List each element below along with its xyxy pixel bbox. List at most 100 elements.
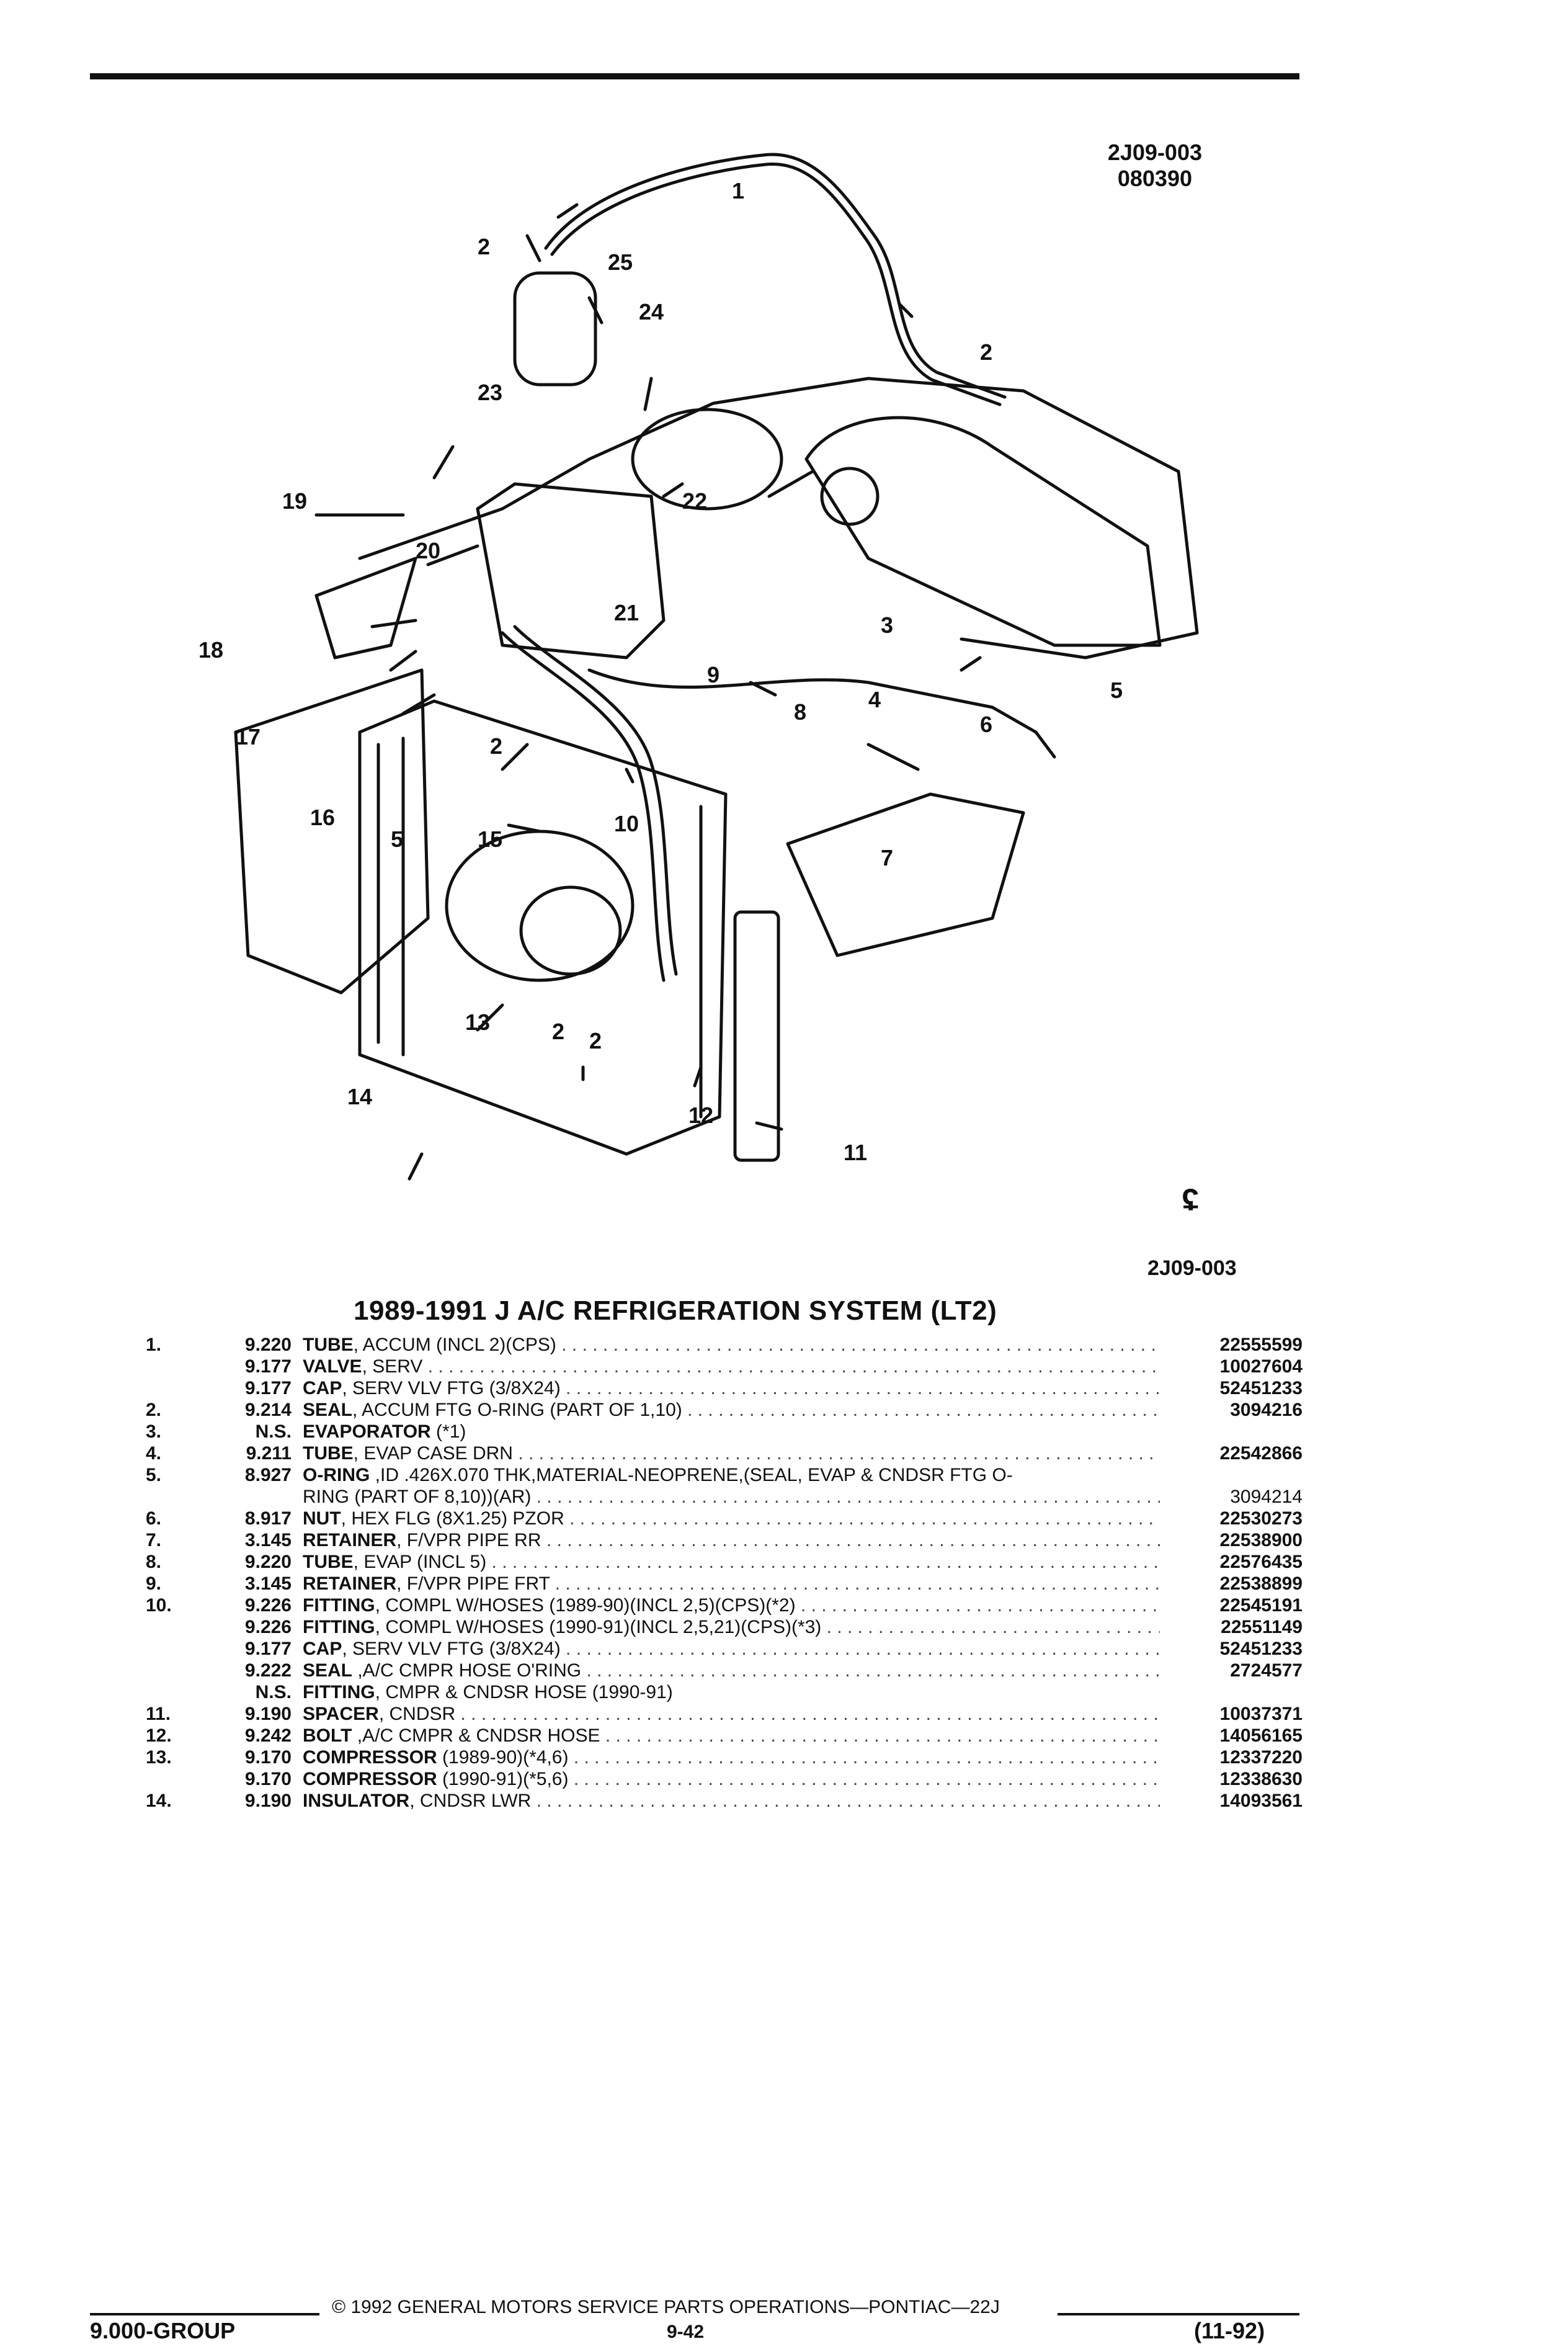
parts-description: RETAINER, F/VPR PIPE RR . . . . . . . . … xyxy=(303,1529,1160,1551)
leader-dots: . . . . . . . . . . . . . . . . . . . . … xyxy=(546,1530,1160,1550)
parts-part-number: 2724577 xyxy=(1230,1660,1303,1681)
figure-code: 2J09-003 xyxy=(1107,140,1202,165)
parts-name: CAP xyxy=(303,1639,342,1659)
parts-name: VALVE xyxy=(303,1356,362,1377)
callout-20: 20 xyxy=(416,538,440,563)
parts-item-number: 12. xyxy=(146,1725,172,1746)
parts-name: TUBE xyxy=(303,1443,354,1464)
parts-group-number: 9.177 xyxy=(244,1356,292,1377)
parts-part-number: 22530273 xyxy=(1219,1508,1303,1529)
parts-name: FITTING xyxy=(303,1595,375,1616)
leader-dots: . . . . . . . . . . . . . . . . . . . . … xyxy=(566,1639,1160,1659)
parts-name: RETAINER xyxy=(303,1573,397,1594)
leader-dots: . . . . . . . . . . . . . . . . . . . . … xyxy=(427,1356,1160,1377)
parts-part-number: 22555599 xyxy=(1219,1335,1303,1355)
parts-description: TUBE, EVAP CASE DRN . . . . . . . . . . … xyxy=(303,1443,1160,1464)
parts-item-number: 14. xyxy=(146,1791,172,1811)
parts-detail: (1990-91)(*5,6) xyxy=(437,1769,569,1789)
callout-2d: 2 xyxy=(552,1019,564,1044)
accumulator-tube xyxy=(544,153,1007,399)
parts-group-number: N.S. xyxy=(255,1682,292,1702)
parts-part-number: 3094214 xyxy=(1230,1487,1303,1507)
parts-name: NUT xyxy=(303,1508,341,1529)
parts-group-number: 9.170 xyxy=(244,1769,292,1789)
parts-name: TUBE xyxy=(303,1552,354,1572)
parts-description: COMPRESSOR (1990-91)(*5,6) . . . . . . .… xyxy=(303,1768,1160,1790)
parts-group-number: 3.145 xyxy=(244,1573,292,1594)
parts-group-number: 9.220 xyxy=(244,1552,292,1572)
callout-19: 19 xyxy=(282,488,307,514)
callout-5b: 5 xyxy=(391,826,403,852)
parts-description: O-RING ,ID .426X.070 THK,MATERIAL-NEOPRE… xyxy=(303,1464,1160,1486)
callout-2c: 2 xyxy=(490,733,502,759)
parts-item-number: 10. xyxy=(146,1595,172,1616)
parts-group-number: 9.226 xyxy=(244,1595,292,1616)
figure-date: 080390 xyxy=(1117,166,1192,191)
leader-dots: . . . . . . . . . . . . . . . . . . . . … xyxy=(573,1747,1160,1768)
parts-description: FITTING, COMPL W/HOSES (1989-90)(INCL 2,… xyxy=(303,1595,1160,1616)
parts-group-number: 9.190 xyxy=(244,1791,292,1811)
compressor-hoses xyxy=(501,631,666,982)
callout-10: 10 xyxy=(614,811,639,836)
parts-detail: , F/VPR PIPE FRT xyxy=(396,1573,550,1594)
parts-detail: , SERV VLV FTG (3/8X24) xyxy=(342,1378,561,1398)
parts-part-number: 52451233 xyxy=(1219,1639,1303,1659)
compressor xyxy=(445,830,635,982)
callout-22: 22 xyxy=(682,488,707,514)
parts-detail: , ACCUM FTG O-RING (PART OF 1,10) xyxy=(352,1400,682,1420)
callout-11: 11 xyxy=(844,1140,867,1165)
footer-copyright: © 1992 GENERAL MOTORS SERVICE PARTS OPER… xyxy=(332,2297,1000,2317)
parts-item-number: 11. xyxy=(146,1704,171,1724)
parts-detail: RING (PART OF 8,10))(AR) xyxy=(303,1487,532,1507)
parts-description: FITTING, COMPL W/HOSES (1990-91)(INCL 2,… xyxy=(303,1616,1160,1638)
evap-tube xyxy=(587,668,1056,759)
parts-description: SPACER, CNDSR . . . . . . . . . . . . . … xyxy=(303,1703,1160,1725)
parts-item-number: 5. xyxy=(146,1465,162,1485)
parts-group-number: N.S. xyxy=(255,1421,292,1442)
parts-item-number: 4. xyxy=(146,1443,162,1464)
parts-detail: ,A/C CMPR & CNDSR HOSE xyxy=(352,1725,600,1746)
parts-description: FITTING, CMPR & CNDSR HOSE (1990-91) xyxy=(303,1681,1160,1703)
parts-part-number: 22538899 xyxy=(1219,1573,1303,1594)
parts-row: 3.N.S.EVAPORATOR (*1) xyxy=(133,1421,1303,1443)
callout-2a: 2 xyxy=(478,234,490,259)
callout-12: 12 xyxy=(688,1103,713,1128)
parts-name: EVAPORATOR xyxy=(303,1421,431,1442)
leader-dots: . . . . . . . . . . . . . . . . . . . . … xyxy=(687,1400,1160,1420)
parts-group-number xyxy=(189,1486,292,1508)
callout-2e: 2 xyxy=(589,1028,602,1053)
parts-detail: ,A/C CMPR HOSE O'RING xyxy=(352,1660,582,1681)
callout-6: 6 xyxy=(980,712,992,737)
parts-row: 9.170 COMPRESSOR (1990-91)(*5,6) . . . . … xyxy=(133,1768,1303,1790)
parts-item-number: 7. xyxy=(146,1530,162,1550)
parts-detail: , F/VPR PIPE RR xyxy=(396,1530,541,1550)
parts-part-number: 14093561 xyxy=(1219,1791,1303,1811)
callout-21: 21 xyxy=(614,600,639,625)
parts-name: TUBE xyxy=(303,1335,354,1355)
parts-item-number xyxy=(133,1486,189,1508)
parts-name: COMPRESSOR xyxy=(303,1747,437,1768)
parts-part-number xyxy=(1160,1421,1303,1443)
condenser xyxy=(358,699,728,1156)
callout-15: 15 xyxy=(478,826,502,852)
leader-dots: . . . . . . . . . . . . . . . . . . . . … xyxy=(536,1487,1160,1507)
parts-group-number: 8.917 xyxy=(244,1508,292,1529)
parts-row: RING (PART OF 8,10))(AR) . . . . . . . .… xyxy=(133,1486,1303,1508)
parts-description: INSULATOR, CNDSR LWR . . . . . . . . . .… xyxy=(303,1790,1160,1812)
callout-25: 25 xyxy=(608,249,633,275)
callout-3: 3 xyxy=(881,612,893,638)
parts-description: TUBE, EVAP (INCL 5) . . . . . . . . . . … xyxy=(303,1551,1160,1573)
parts-detail: , EVAP CASE DRN xyxy=(353,1443,513,1464)
callout-16: 16 xyxy=(310,805,335,830)
parts-group-number: 9.211 xyxy=(246,1443,292,1464)
parts-name: FITTING xyxy=(303,1682,375,1702)
footer-rule-left xyxy=(90,2313,319,2315)
